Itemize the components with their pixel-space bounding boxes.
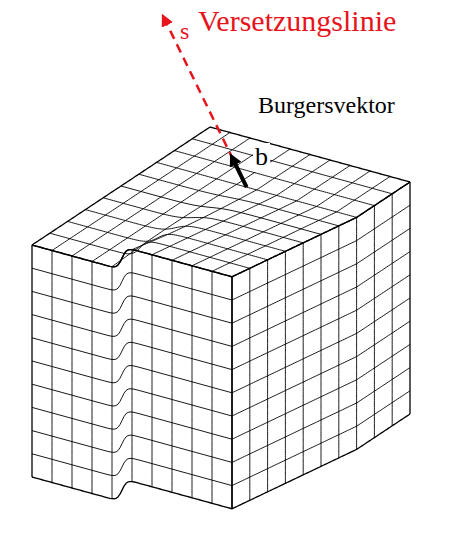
- lattice-line: [32, 384, 232, 416]
- lattice-line: [72, 138, 250, 256]
- lattice-line: [174, 151, 374, 206]
- lattice-line: [32, 477, 232, 509]
- dislocation-line: [163, 16, 247, 187]
- lattice-line: [32, 361, 232, 393]
- lattice-line: [232, 368, 410, 463]
- lattice-line: [52, 251, 53, 483]
- lattice-line: [232, 321, 410, 416]
- lattice-line: [32, 454, 232, 486]
- lattice-line: [232, 391, 410, 486]
- lattice-line: [32, 431, 232, 463]
- burgers-vector-arrow: [232, 157, 247, 188]
- lattice-line: [32, 407, 232, 439]
- lattice-line: [52, 133, 230, 251]
- lattice-line: [356, 217, 357, 449]
- lattice-line: [92, 262, 93, 494]
- lattice-grid: [32, 127, 410, 509]
- lattice-line: [92, 144, 270, 262]
- lattice-line: [72, 256, 73, 488]
- lattice-line: [139, 174, 339, 226]
- lattice-line: [68, 221, 268, 259]
- lattice-line: [192, 139, 392, 194]
- lattice-line: [212, 177, 390, 272]
- lattice-line: [32, 127, 210, 245]
- lattice-line: [338, 226, 339, 458]
- lattice-line: [31, 245, 32, 477]
- lattice-line: [232, 344, 410, 439]
- lattice-line: [374, 206, 375, 438]
- line-label: Versetzungslinie: [196, 4, 398, 37]
- vector-label: Burgersvektor: [256, 92, 397, 118]
- lattice-line: [409, 182, 410, 414]
- lattice-line: [192, 171, 370, 266]
- lattice-line: [172, 166, 350, 261]
- lattice-line: [132, 155, 310, 250]
- lattice-line: [232, 414, 410, 509]
- axis-symbol: s: [178, 18, 191, 44]
- lattice-line: [112, 267, 113, 499]
- lattice-line: [232, 298, 410, 393]
- lattice-line: [392, 194, 393, 426]
- vector-symbol: b: [253, 143, 270, 172]
- lattice-line: [121, 186, 321, 234]
